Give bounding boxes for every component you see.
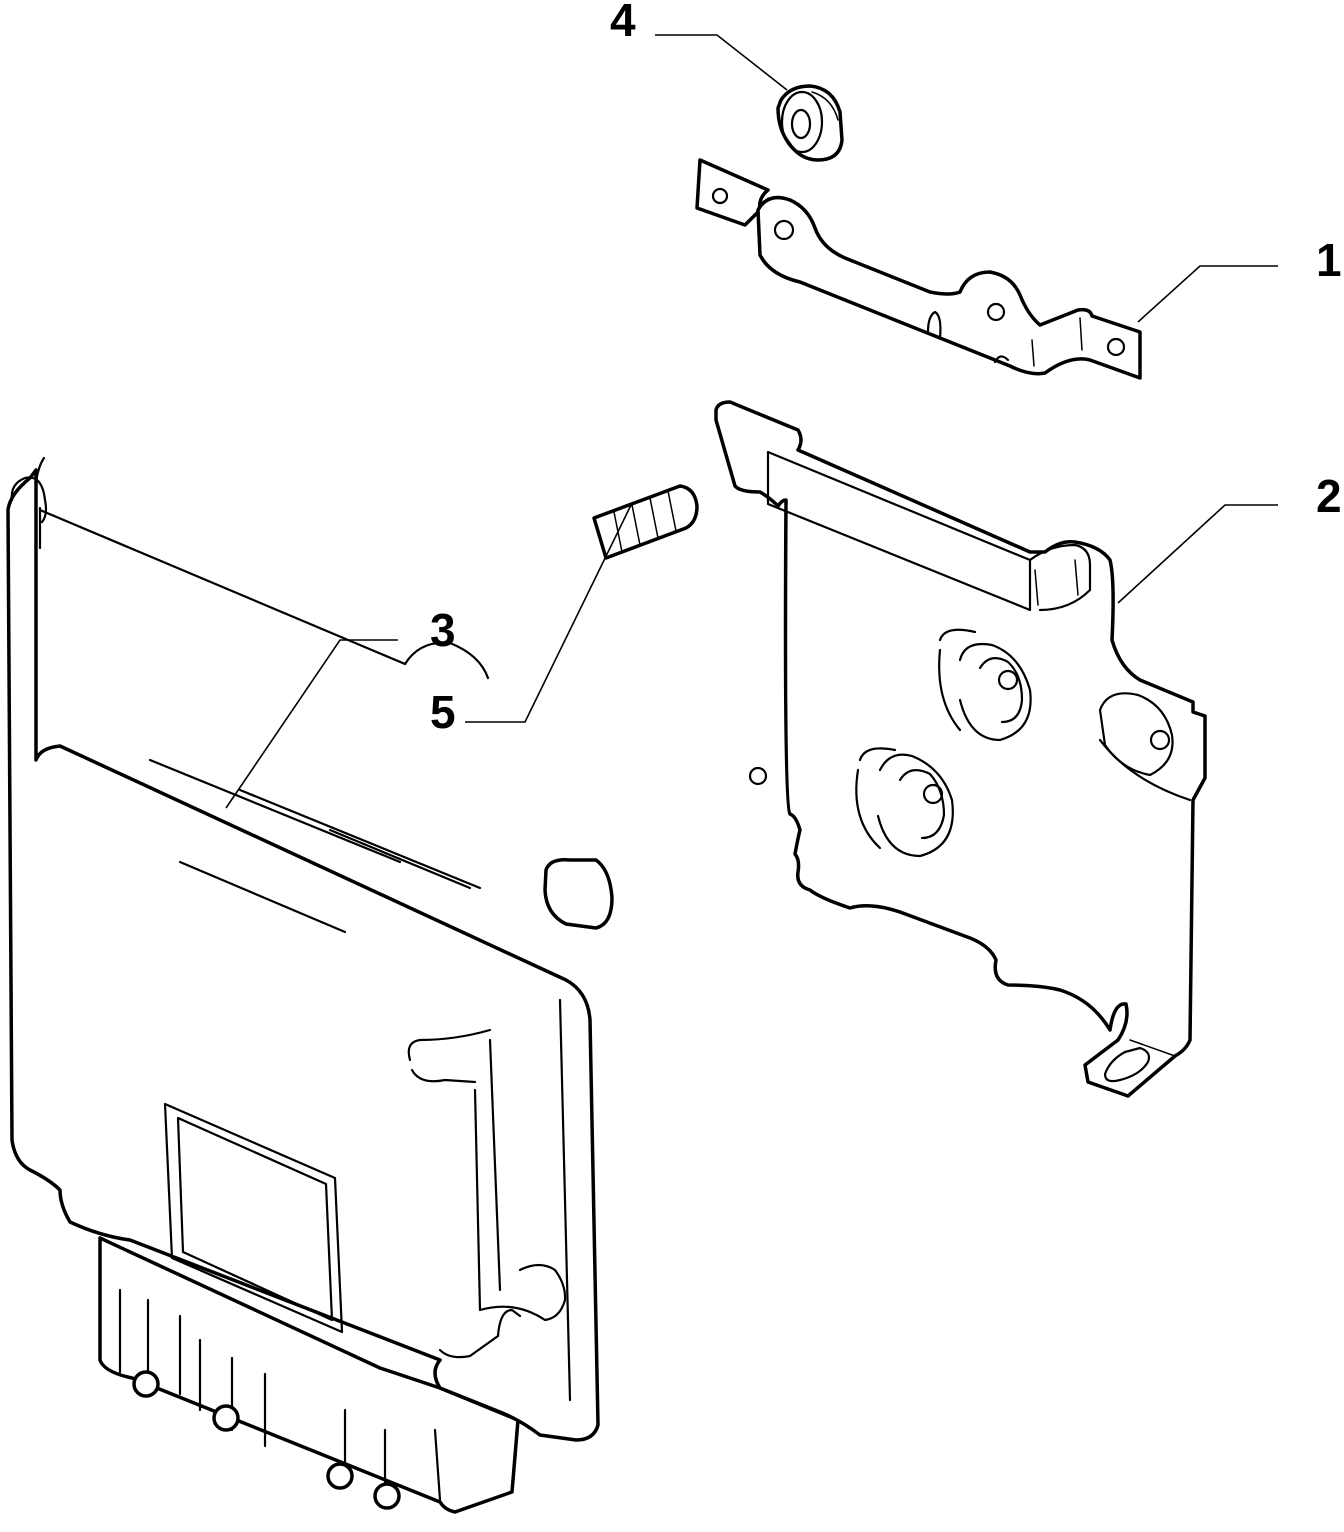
- part-4-nut[interactable]: [776, 84, 844, 162]
- leader-4: [655, 34, 788, 91]
- callout-labels: 1 2 3 4 5: [430, 0, 1342, 738]
- leader-lines: [225, 34, 1278, 809]
- callout-2: 2: [1316, 470, 1342, 522]
- part-5-bolt[interactable]: [543, 484, 699, 930]
- callout-3: 3: [430, 604, 456, 656]
- leader-2: [1117, 504, 1278, 604]
- part-2-mounting-plate[interactable]: [714, 400, 1207, 1098]
- leader-3: [225, 639, 398, 809]
- callout-1: 1: [1316, 234, 1342, 286]
- part-1-bracket[interactable]: [695, 158, 1142, 380]
- callout-4: 4: [610, 0, 636, 46]
- part-3-control-unit[interactable]: [6, 456, 600, 1514]
- leader-5: [465, 502, 633, 723]
- callout-5: 5: [430, 686, 456, 738]
- leader-1: [1137, 265, 1278, 323]
